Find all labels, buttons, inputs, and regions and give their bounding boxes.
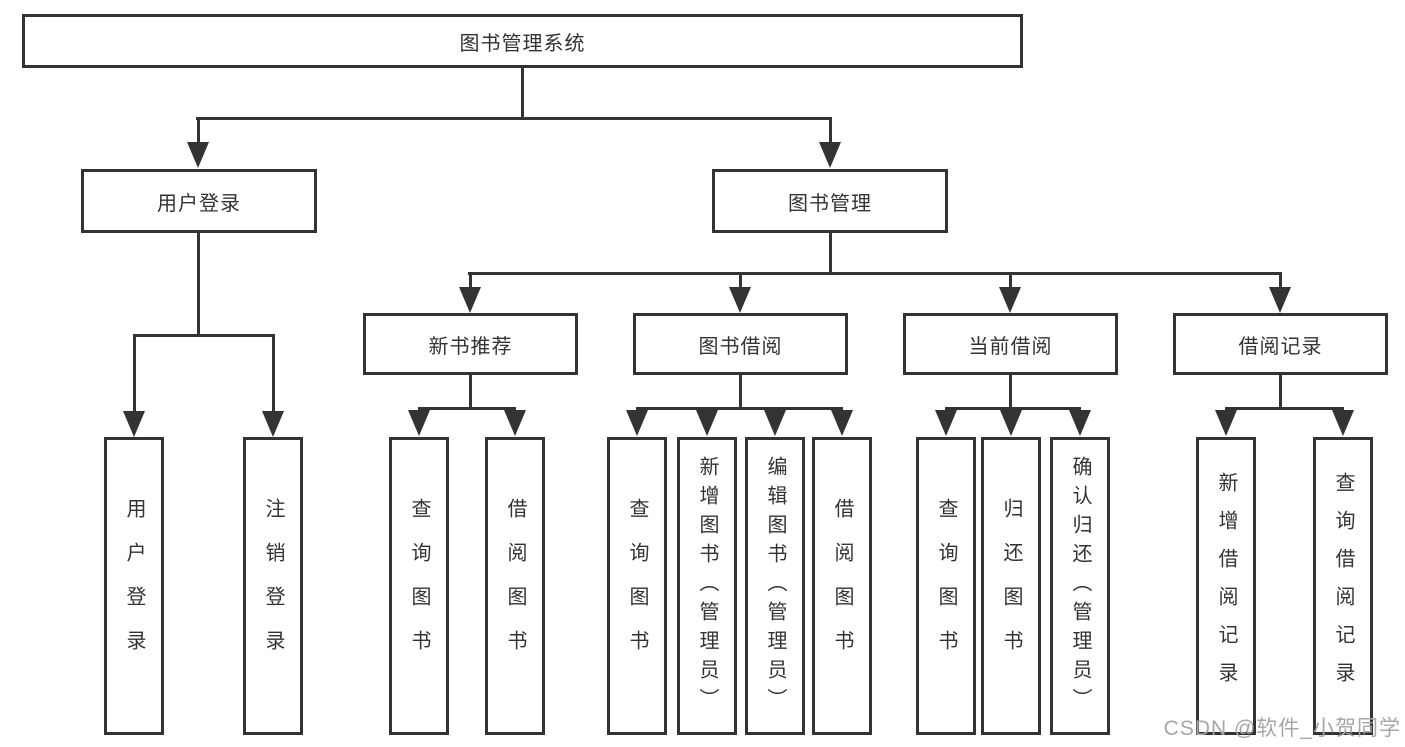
arrow-down-icon	[1069, 410, 1091, 436]
connector-vline	[133, 334, 136, 414]
connector-vline	[197, 117, 200, 145]
arrow-down-icon	[1332, 410, 1354, 436]
arrow-down-icon	[1269, 287, 1291, 313]
connector-vline	[521, 68, 524, 119]
connector-hline	[196, 117, 832, 120]
arrow-down-icon	[999, 287, 1021, 313]
node-borrowing-records: 借阅记录	[1173, 313, 1388, 375]
csdn-watermark: CSDN @软件_小贺同学	[1163, 717, 1401, 740]
node-add-borrow-record: 新增借阅记录	[1196, 437, 1256, 735]
connector-hline	[418, 407, 516, 410]
arrow-down-icon	[504, 410, 526, 436]
connector-hline	[468, 272, 1282, 275]
arrow-down-icon	[935, 410, 957, 436]
node-book-borrowing: 图书借阅	[633, 313, 848, 375]
node-borrow-books-borrowing: 借阅图书	[812, 437, 872, 735]
connector-vline	[1009, 272, 1012, 290]
arrow-down-icon	[819, 142, 841, 168]
arrow-down-icon	[187, 142, 209, 168]
connector-vline	[1279, 375, 1282, 409]
connector-hline	[945, 407, 1081, 410]
arrow-down-icon	[408, 410, 430, 436]
node-confirm-return-admin: 确认归还（管理员）	[1050, 437, 1110, 735]
node-add-books-admin: 新增图书（管理员）	[677, 437, 737, 735]
connector-vline	[469, 272, 472, 290]
node-logout: 注销登录	[243, 437, 303, 735]
connector-vline	[197, 233, 200, 337]
arrow-down-icon	[729, 287, 751, 313]
connector-vline	[1009, 375, 1012, 409]
node-return-books: 归还图书	[981, 437, 1041, 735]
node-user-login-leaf: 用户登录	[104, 437, 164, 735]
node-current-borrowing: 当前借阅	[903, 313, 1118, 375]
connector-vline	[739, 375, 742, 410]
connector-vline	[469, 375, 472, 410]
connector-vline	[829, 233, 832, 275]
node-query-borrow-record: 查询借阅记录	[1313, 437, 1373, 735]
arrow-down-icon	[1215, 410, 1237, 436]
connector-vline	[739, 272, 742, 290]
arrow-down-icon	[626, 410, 648, 436]
arrow-down-icon	[764, 410, 786, 436]
node-query-books-borrowing: 查询图书	[607, 437, 667, 735]
arrow-down-icon	[831, 410, 853, 436]
node-book-management: 图书管理	[712, 169, 948, 233]
node-query-books-current: 查询图书	[916, 437, 976, 735]
arrow-down-icon	[262, 411, 284, 437]
connector-vline	[1279, 272, 1282, 290]
arrow-down-icon	[1000, 410, 1022, 436]
node-query-books-recommend: 查询图书	[389, 437, 449, 735]
connector-vline	[829, 117, 832, 145]
connector-hline	[636, 407, 843, 410]
connector-hline	[1225, 407, 1344, 410]
node-new-book-recommend: 新书推荐	[363, 313, 578, 375]
connector-vline	[272, 334, 275, 414]
node-book-management-system: 图书管理系统	[22, 14, 1023, 68]
node-edit-books-admin: 编辑图书（管理员）	[745, 437, 805, 735]
node-user-login: 用户登录	[81, 169, 317, 233]
node-borrow-books-recommend: 借阅图书	[485, 437, 545, 735]
connector-hline	[133, 334, 275, 337]
arrow-down-icon	[459, 287, 481, 313]
arrow-down-icon	[696, 410, 718, 436]
arrow-down-icon	[123, 411, 145, 437]
